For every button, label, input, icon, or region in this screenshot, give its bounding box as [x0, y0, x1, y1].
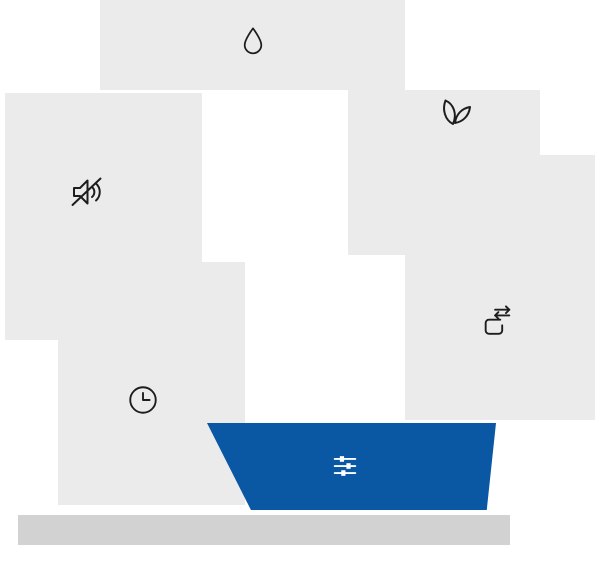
eco-leaves-icon [437, 97, 473, 129]
tile-clock[interactable] [58, 262, 245, 505]
base-bar [18, 515, 510, 545]
volume-mute-icon [69, 174, 107, 210]
water-drop-icon [239, 25, 267, 58]
settings-sliders-icon [330, 451, 360, 481]
tile-water-drop[interactable] [100, 0, 405, 90]
tile-remote-connect[interactable] [405, 155, 595, 420]
remote-connect-icon [480, 305, 514, 339]
tile-settings-sliders-selected[interactable] [207, 423, 496, 510]
clock-icon [126, 383, 160, 417]
